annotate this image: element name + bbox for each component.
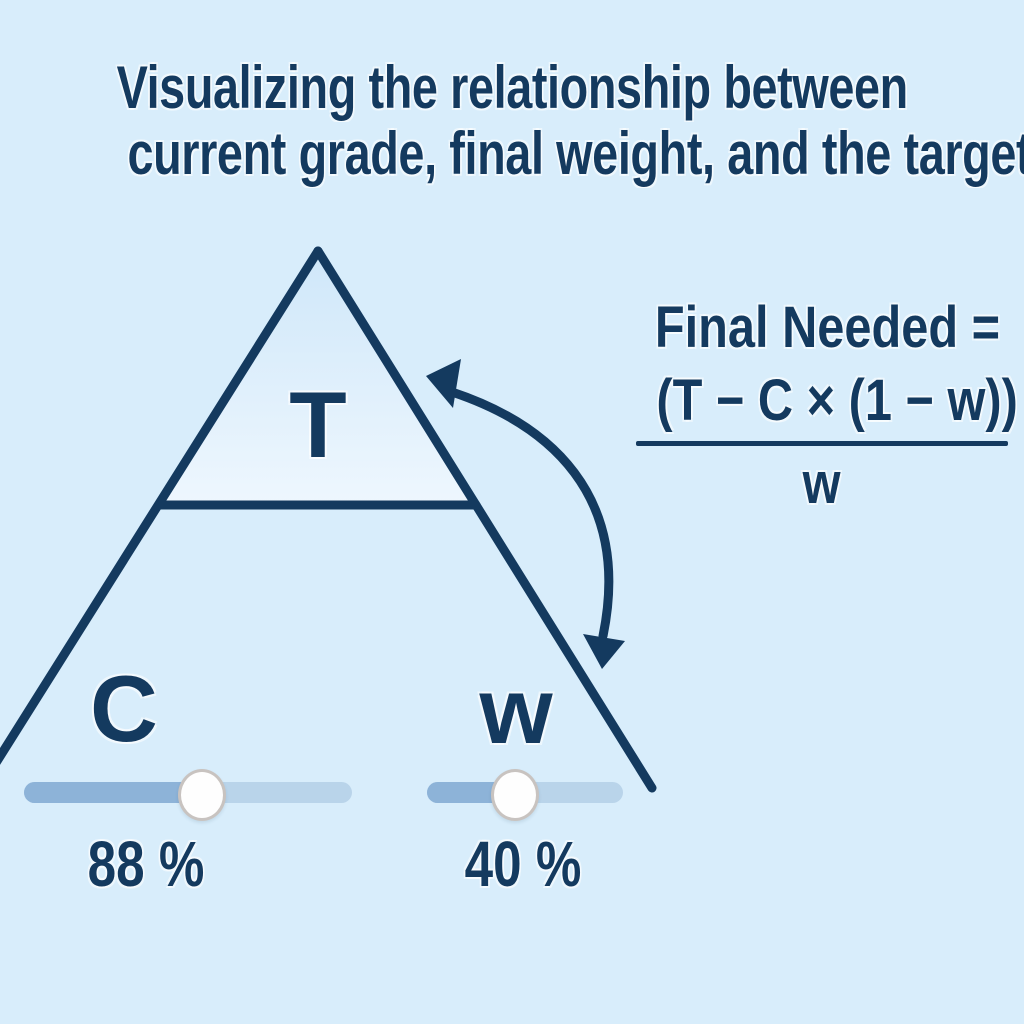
current-grade-slider-fill — [24, 782, 204, 803]
target-grade-label: T — [289, 372, 347, 477]
formula-denominator: w — [803, 450, 841, 516]
formula-lhs: Final Needed = — [654, 295, 1001, 360]
double-curved-arrow-icon — [426, 359, 625, 669]
current-grade-value: 88 % — [87, 828, 205, 900]
title-line-2: current grade, final weight, and the tar… — [127, 120, 1024, 187]
final-weight-value: 40 % — [464, 828, 582, 900]
fraction-bar — [636, 440, 1008, 446]
formula-numerator: (T − C × (1 − w)) — [656, 367, 1018, 433]
triangle-left-side — [0, 246, 323, 765]
title-line-1: Visualizing the relationship between — [116, 54, 908, 121]
final-weight-label: w — [479, 658, 553, 763]
final-weight-slider-thumb[interactable] — [491, 769, 539, 821]
title: Visualizing the relationship between cur… — [0, 55, 1024, 187]
current-grade-label: C — [90, 656, 158, 761]
formula-block: Final Needed = (T − C × (1 − w)) w — [622, 296, 1022, 515]
current-grade-slider-thumb[interactable] — [178, 769, 226, 821]
